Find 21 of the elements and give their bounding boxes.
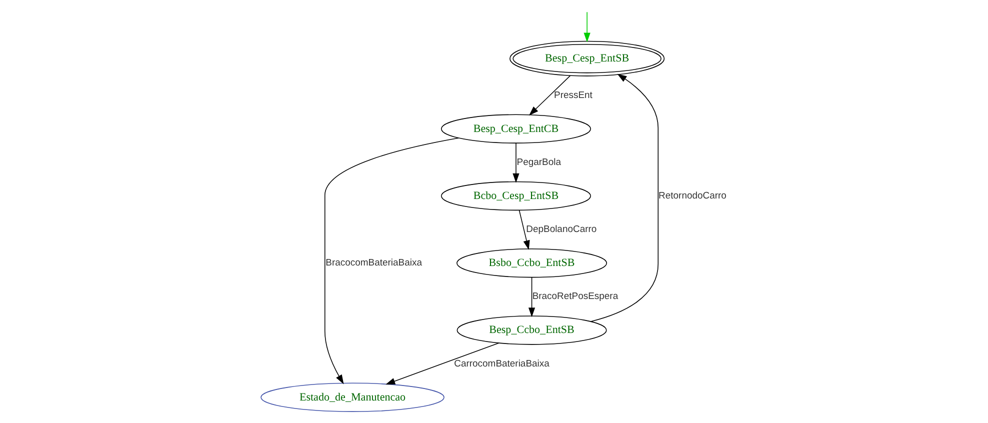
node-ellipse: Bcbo_Cesp_EntSB [440,181,591,211]
arrow [386,342,500,384]
arrow [518,210,530,250]
edge-label: BracocomBateriaBaixa [326,258,422,269]
node-ellipse: Estado_de_Manutencao [260,382,444,412]
node-ellipse: Besp_Ccbo_EntSB [456,316,607,345]
arrow [512,142,520,183]
arrow [528,75,571,116]
edge-label: BracoRetPosEspera [532,291,618,302]
node-ellipse: Besp_Cesp_EntCB [440,114,591,144]
edge-label: PressEnt [554,90,592,101]
edge-label: CarrocomBateriaBaixa [454,358,550,370]
edge-label: DepBolanoCarro [526,224,597,235]
arrow [528,277,536,318]
edge-label: RetornodoCarro [658,190,726,202]
edge-label: PegarBola [516,156,561,168]
arrow [324,138,460,384]
arrow [584,12,590,42]
arrow [590,74,659,322]
node-ellipse: Besp_Cesp_EntSB [510,40,665,76]
node-ellipse: Bsbo_Ccbo_EntSB [456,248,608,278]
